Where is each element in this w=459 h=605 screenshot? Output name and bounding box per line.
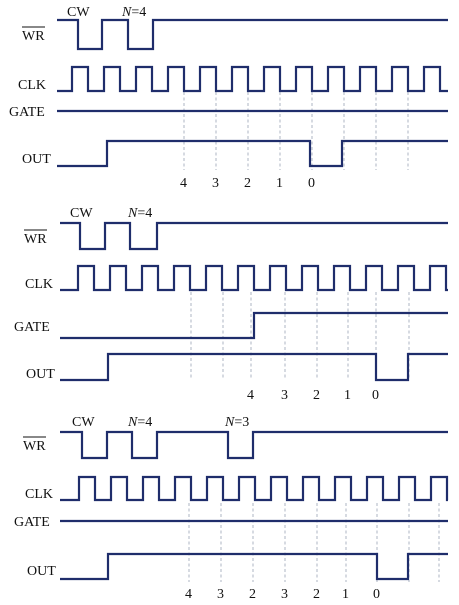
panel-1-n-label: N=4	[121, 5, 146, 20]
panel-1-guides	[183, 92, 409, 170]
panel-3-count: 1	[342, 587, 349, 602]
panel-3-count: 0	[373, 587, 380, 602]
panel-3-clk-label: CLK	[25, 487, 53, 502]
panel-3-count: 3	[217, 587, 224, 602]
panel-2-count: 1	[344, 388, 351, 403]
panel-1-n-value: =4	[131, 5, 146, 20]
panel-3-n1-value: =4	[137, 415, 152, 430]
panel-1-count: 3	[212, 176, 219, 191]
panel-2-gate-label: GATE	[14, 320, 50, 335]
panel-3-count: 4	[185, 587, 192, 602]
panel-2-wr-waveform	[60, 221, 448, 251]
panel-3-guides	[188, 503, 440, 582]
panel-2-gate-waveform	[60, 311, 448, 340]
panel-1-out-label: OUT	[22, 152, 51, 167]
panel-1-out-waveform	[57, 139, 448, 168]
panel-2-cw-label: CW	[70, 206, 93, 221]
panel-3-count: 2	[249, 587, 256, 602]
panel-3-gate-label: GATE	[14, 515, 50, 530]
panel-1-clk-label: CLK	[18, 78, 46, 93]
panel-3: WR CW N=4 N=3 CLK GATE OUT 4 3 2 3 2 1 0	[14, 415, 449, 602]
panel-3-n2-var: N	[224, 415, 235, 430]
panel-1-count: 2	[244, 176, 251, 191]
panel-1-count: 1	[276, 176, 283, 191]
panel-3-out-waveform	[60, 552, 448, 581]
panel-2: WR CW N=4 CLK GATE OUT 4 3 2 1 0	[14, 206, 448, 403]
panel-1-cw-label: CW	[67, 5, 90, 20]
panel-2-count: 4	[247, 388, 254, 403]
panel-3-n1-var: N	[127, 415, 138, 430]
panel-2-n-var: N	[127, 206, 138, 221]
panel-2-n-label: N=4	[127, 206, 152, 221]
panel-1-count: 0	[308, 176, 315, 191]
panel-3-out-label: OUT	[27, 564, 56, 579]
panel-1-wr-label: WR	[22, 29, 45, 44]
panel-2-clk-waveform	[60, 264, 448, 292]
panel-1-gate-label: GATE	[9, 105, 45, 120]
panel-2-out-waveform	[60, 352, 448, 382]
panel-1-n-var: N	[121, 5, 132, 20]
panel-3-count: 3	[281, 587, 288, 602]
panel-3-clk-waveform	[60, 475, 449, 502]
panel-3-wr-waveform	[60, 430, 448, 460]
panel-2-wr-label: WR	[24, 232, 47, 247]
panel-2-out-label: OUT	[26, 367, 55, 382]
panel-1-wr-waveform	[57, 18, 448, 51]
panel-1-count: 4	[180, 176, 187, 191]
panel-2-count: 0	[372, 388, 379, 403]
panel-2-count: 2	[313, 388, 320, 403]
panel-2-count: 3	[281, 388, 288, 403]
panel-3-n2-value: =3	[234, 415, 249, 430]
panel-2-clk-label: CLK	[25, 277, 53, 292]
panel-3-count: 2	[313, 587, 320, 602]
panel-2-n-value: =4	[137, 206, 152, 221]
panel-1: WR CW N=4 CLK GATE OUT 4 3 2 1 0	[9, 5, 448, 191]
panel-3-cw-label: CW	[72, 415, 95, 430]
panel-1-clk-waveform	[57, 65, 448, 93]
panel-3-n2-label: N=3	[224, 415, 249, 430]
panel-3-n1-label: N=4	[127, 415, 152, 430]
panel-3-wr-label: WR	[23, 439, 46, 454]
